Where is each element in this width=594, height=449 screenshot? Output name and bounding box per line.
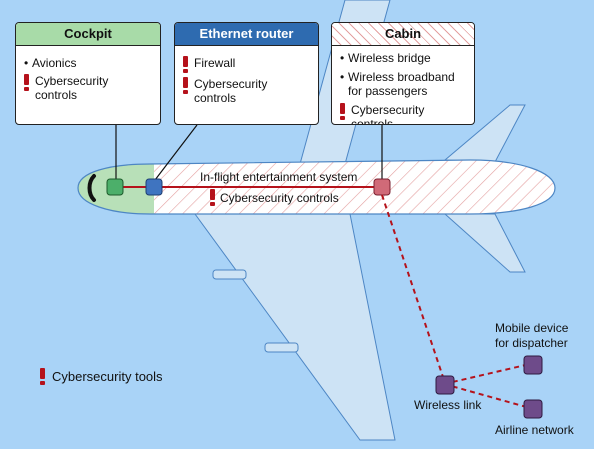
router-box: Ethernet router Firewall Cybersecurity c… — [174, 22, 319, 125]
router-body: Firewall Cybersecurity controls — [175, 46, 318, 115]
mobile-device-label: Mobile device — [495, 321, 569, 335]
alert-icon — [183, 56, 188, 73]
cockpit-controls-label: Cybersecurity controls — [35, 74, 109, 102]
for-passengers-label: for passengers — [348, 84, 428, 98]
cockpit-window — [87, 174, 96, 202]
legend-alert-icon — [40, 368, 45, 385]
alert-icon — [24, 74, 29, 91]
ife-alert-icon — [210, 189, 215, 206]
tail-lower — [443, 213, 526, 273]
engine-1 — [212, 269, 247, 280]
router-title: Ethernet router — [175, 23, 318, 46]
cockpit-body: •Avionics Cybersecurity controls — [16, 46, 160, 112]
cockpit-box: Cockpit •Avionics Cybersecurity controls — [15, 22, 161, 125]
wireless-broadband-label: Wireless broadband — [348, 70, 455, 84]
airline-network-label: Airline network — [495, 423, 574, 437]
cabin-controls-label: Cybersecurity controls — [351, 103, 425, 125]
fuselage — [77, 159, 556, 215]
ife-controls-label: Cybersecurity controls — [220, 191, 339, 205]
list-item: •Wireless broadband — [340, 70, 455, 84]
cabin-body: •Wireless bridge •Wireless broadband for… — [332, 46, 474, 125]
cockpit-title: Cockpit — [16, 23, 160, 46]
cabin-device — [373, 178, 391, 196]
list-item: for passengers — [340, 84, 466, 98]
avionics-label: Avionics — [32, 56, 77, 70]
list-item: Cybersecurity controls — [183, 77, 310, 105]
firewall-label: Firewall — [194, 56, 236, 70]
lower-wing — [194, 213, 396, 441]
list-item: •Avionics — [24, 56, 77, 70]
wireless-bridge-label: Wireless bridge — [348, 51, 431, 65]
router-controls-label: Cybersecurity controls — [194, 77, 268, 105]
alert-icon — [183, 77, 188, 94]
airline-network-node — [523, 399, 543, 419]
cabin-box: Cabin •Wireless bridge •Wireless broadba… — [331, 22, 475, 125]
engine-2 — [264, 342, 299, 353]
list-item: •Wireless bridge — [340, 51, 431, 65]
ife-label: In-flight entertainment system — [200, 170, 358, 184]
legend-label: Cybersecurity tools — [52, 369, 163, 384]
router-device — [145, 178, 163, 196]
wireless-link-label: Wireless link — [414, 398, 482, 412]
list-item: Cybersecurity controls — [340, 103, 466, 125]
wireless-link-node — [435, 375, 455, 395]
mobile-device-node — [523, 355, 543, 375]
cabin-title: Cabin — [332, 23, 474, 46]
dispatcher-label: for dispatcher — [495, 336, 568, 350]
cockpit-device — [106, 178, 124, 196]
list-item: Firewall — [183, 56, 310, 73]
list-item: Cybersecurity controls — [24, 74, 152, 102]
alert-icon — [340, 103, 345, 120]
